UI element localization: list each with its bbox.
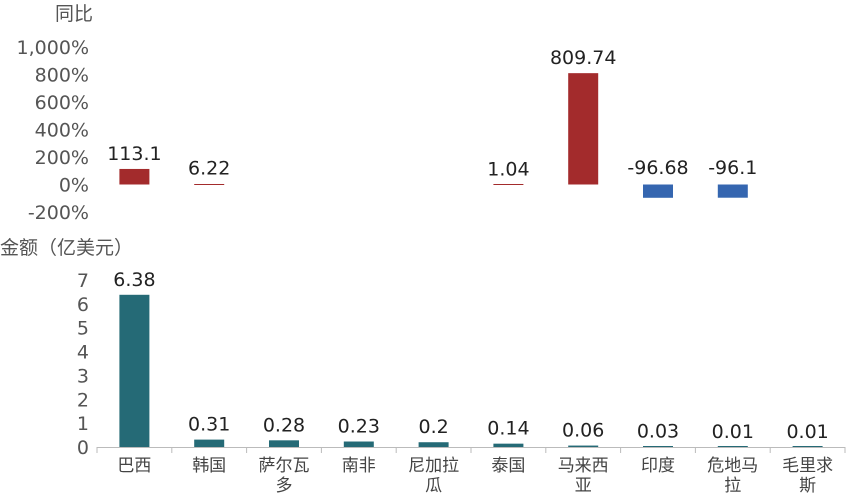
amount-data-label: 0.01	[712, 421, 754, 443]
yoy-panel: 同比 1,000% 800% 600% 400% 200% 0% -200% 113.1 6.…	[17, 3, 758, 224]
amount-data-label: 0.23	[338, 416, 380, 438]
yoy-bar	[119, 168, 150, 185]
amount-bar	[343, 441, 374, 447]
category-label: 马来西亚	[558, 456, 609, 494]
yoy-data-label: 809.74	[550, 47, 616, 69]
amount-data-label: 0.01	[786, 421, 828, 443]
category-label: 尼加拉瓜	[408, 456, 459, 494]
category-label: 危地马拉	[707, 456, 758, 494]
yoy-axis-title: 同比	[55, 3, 93, 25]
amount-bar	[568, 445, 599, 447]
yoy-data-label: 113.1	[107, 143, 161, 165]
amount-bar	[792, 446, 823, 447]
yoy-data-label: 6.22	[188, 158, 230, 180]
amount-data-label: 0.28	[263, 414, 305, 436]
amount-bar	[194, 439, 225, 447]
amount-y-tick-label: 2	[77, 389, 89, 411]
amount-bar	[269, 440, 299, 447]
amount-y-tick-label: 3	[77, 365, 89, 387]
amount-y-tick-label: 5	[77, 318, 89, 340]
amount-bar	[418, 442, 449, 447]
amount-x-tick-marks	[96, 447, 846, 453]
yoy-y-tick-label: 0%	[59, 175, 89, 197]
amount-data-label: 0.14	[487, 418, 529, 440]
category-label: 南非	[342, 456, 376, 476]
yoy-bar	[194, 184, 225, 185]
amount-axis-title: 金额（亿美元）	[0, 237, 133, 259]
yoy-data-label: -96.68	[627, 157, 688, 179]
yoy-data-label: 1.04	[487, 158, 529, 180]
amount-y-tick-label: 0	[77, 437, 89, 459]
category-label: 泰国	[491, 456, 525, 476]
yoy-y-ticks: 1,000% 800% 600% 400% 200% 0% -200%	[17, 37, 89, 224]
amount-data-label: 0.31	[188, 414, 230, 436]
yoy-bar	[643, 184, 673, 198]
category-label: 印度	[641, 456, 675, 476]
yoy-bar	[568, 73, 599, 185]
yoy-data-labels: 113.1 6.22 1.04 809.74 -96.68 -96.1	[107, 47, 757, 180]
amount-bars	[119, 294, 823, 447]
amount-bar	[493, 443, 524, 447]
amount-data-labels: 6.38 0.31 0.28 0.23 0.2 0.14 0.06 0.03 0.01 0.01	[113, 269, 829, 443]
yoy-bar	[717, 184, 748, 198]
amount-bar	[643, 446, 673, 447]
yoy-bars	[119, 73, 748, 198]
amount-y-tick-label: 1	[77, 413, 89, 435]
category-label: 巴西	[117, 456, 151, 476]
amount-y-tick-label: 4	[77, 342, 89, 364]
amount-data-label: 0.06	[562, 420, 604, 442]
amount-data-label: 0.03	[637, 420, 679, 442]
yoy-y-tick-label: 400%	[35, 120, 89, 142]
amount-y-tick-label: 6	[77, 294, 89, 316]
amount-data-label: 6.38	[113, 269, 155, 291]
yoy-bar	[493, 184, 524, 185]
yoy-data-label: -96.1	[708, 157, 757, 179]
yoy-y-tick-label: 600%	[35, 92, 89, 114]
amount-data-label: 0.2	[418, 416, 448, 438]
category-label: 韩国	[192, 456, 226, 476]
amount-bar	[717, 446, 748, 447]
yoy-y-tick-label: 200%	[35, 147, 89, 169]
category-label: 毛里求斯	[782, 456, 833, 494]
yoy-y-tick-label: 1,000%	[17, 37, 89, 59]
amount-y-tick-label: 7	[77, 270, 89, 292]
yoy-y-tick-label: -200%	[28, 202, 89, 224]
category-label: 萨尔瓦多	[259, 456, 310, 494]
yoy-y-tick-label: 800%	[35, 65, 89, 87]
amount-bar	[119, 294, 150, 447]
